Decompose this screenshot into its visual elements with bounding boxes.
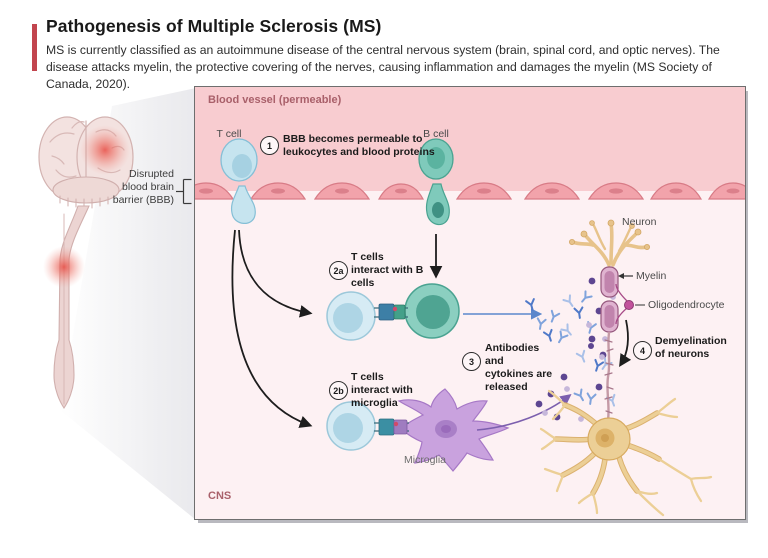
t-cell-2a xyxy=(326,291,376,341)
step-4-text: Demyelination of neurons xyxy=(655,335,727,361)
oligodendrocyte-label: Oligodendrocyte xyxy=(648,299,725,311)
zoom-wedge xyxy=(60,88,196,520)
bbb-bracket xyxy=(176,178,192,205)
step-4-badge: 4 xyxy=(633,341,652,360)
neuron-soma xyxy=(539,389,713,517)
step-3-text: Antibodies and cytokines are released xyxy=(485,342,553,394)
t-cell-label: T cell xyxy=(216,128,242,140)
bbb-disrupted-label: Disrupted blood brain barrier (BBB) xyxy=(112,168,174,206)
microglia-label: Microglia xyxy=(403,454,446,466)
step-2b-badge: 2b xyxy=(329,381,348,400)
tcr-mhc-synapse-2a xyxy=(374,303,408,321)
neuron-dendrites-top xyxy=(568,219,650,267)
demyelination-arrow xyxy=(619,319,632,368)
damaged-axon xyxy=(604,331,614,422)
oligodendrocyte-cell xyxy=(615,283,645,325)
cord-lesion-glow xyxy=(43,246,85,288)
step-1-badge: 1 xyxy=(260,136,279,155)
endothelium-row xyxy=(195,182,745,200)
t-cell-crossing xyxy=(220,138,258,224)
step-1-text: BBB becomes permeable to leukocytes and … xyxy=(283,133,435,159)
migration-arrows xyxy=(231,229,443,428)
myelin-sheath xyxy=(600,266,619,333)
title-accent-bar xyxy=(32,24,37,71)
b-cell-label: B cell xyxy=(423,128,449,140)
blood-vessel-region xyxy=(195,87,745,191)
step-2b-text: T cells interact with microglia xyxy=(351,371,413,410)
neuron-label: Neuron xyxy=(622,216,657,228)
pathogenesis-diagram xyxy=(195,87,745,517)
page-description: MS is currently classified as an autoimm… xyxy=(46,43,720,92)
step-2a-text: T cells interact with B cells xyxy=(351,251,424,290)
cns-label: CNS xyxy=(208,490,232,502)
page-title: Pathogenesis of Multiple Sclerosis (MS) xyxy=(46,16,382,36)
t-cell-2b xyxy=(326,401,376,451)
myelin-pointer xyxy=(618,273,633,279)
step-2a-badge: 2a xyxy=(329,261,348,280)
endothelial-nuclei xyxy=(199,188,740,194)
b-cell-crossing xyxy=(418,138,454,226)
spinal-cord xyxy=(53,205,90,409)
microglia-cell xyxy=(397,388,510,472)
brain-icon xyxy=(38,116,134,409)
tcr-synapse-2b xyxy=(374,418,409,436)
myelin-label: Myelin xyxy=(636,270,667,282)
b-cell-2a xyxy=(404,283,460,339)
cns-diagram-panel: Blood vessel (permeable) CNS T cell B ce… xyxy=(194,86,746,520)
blood-vessel-label: Blood vessel (permeable) xyxy=(208,94,342,106)
step-3-badge: 3 xyxy=(462,352,481,371)
